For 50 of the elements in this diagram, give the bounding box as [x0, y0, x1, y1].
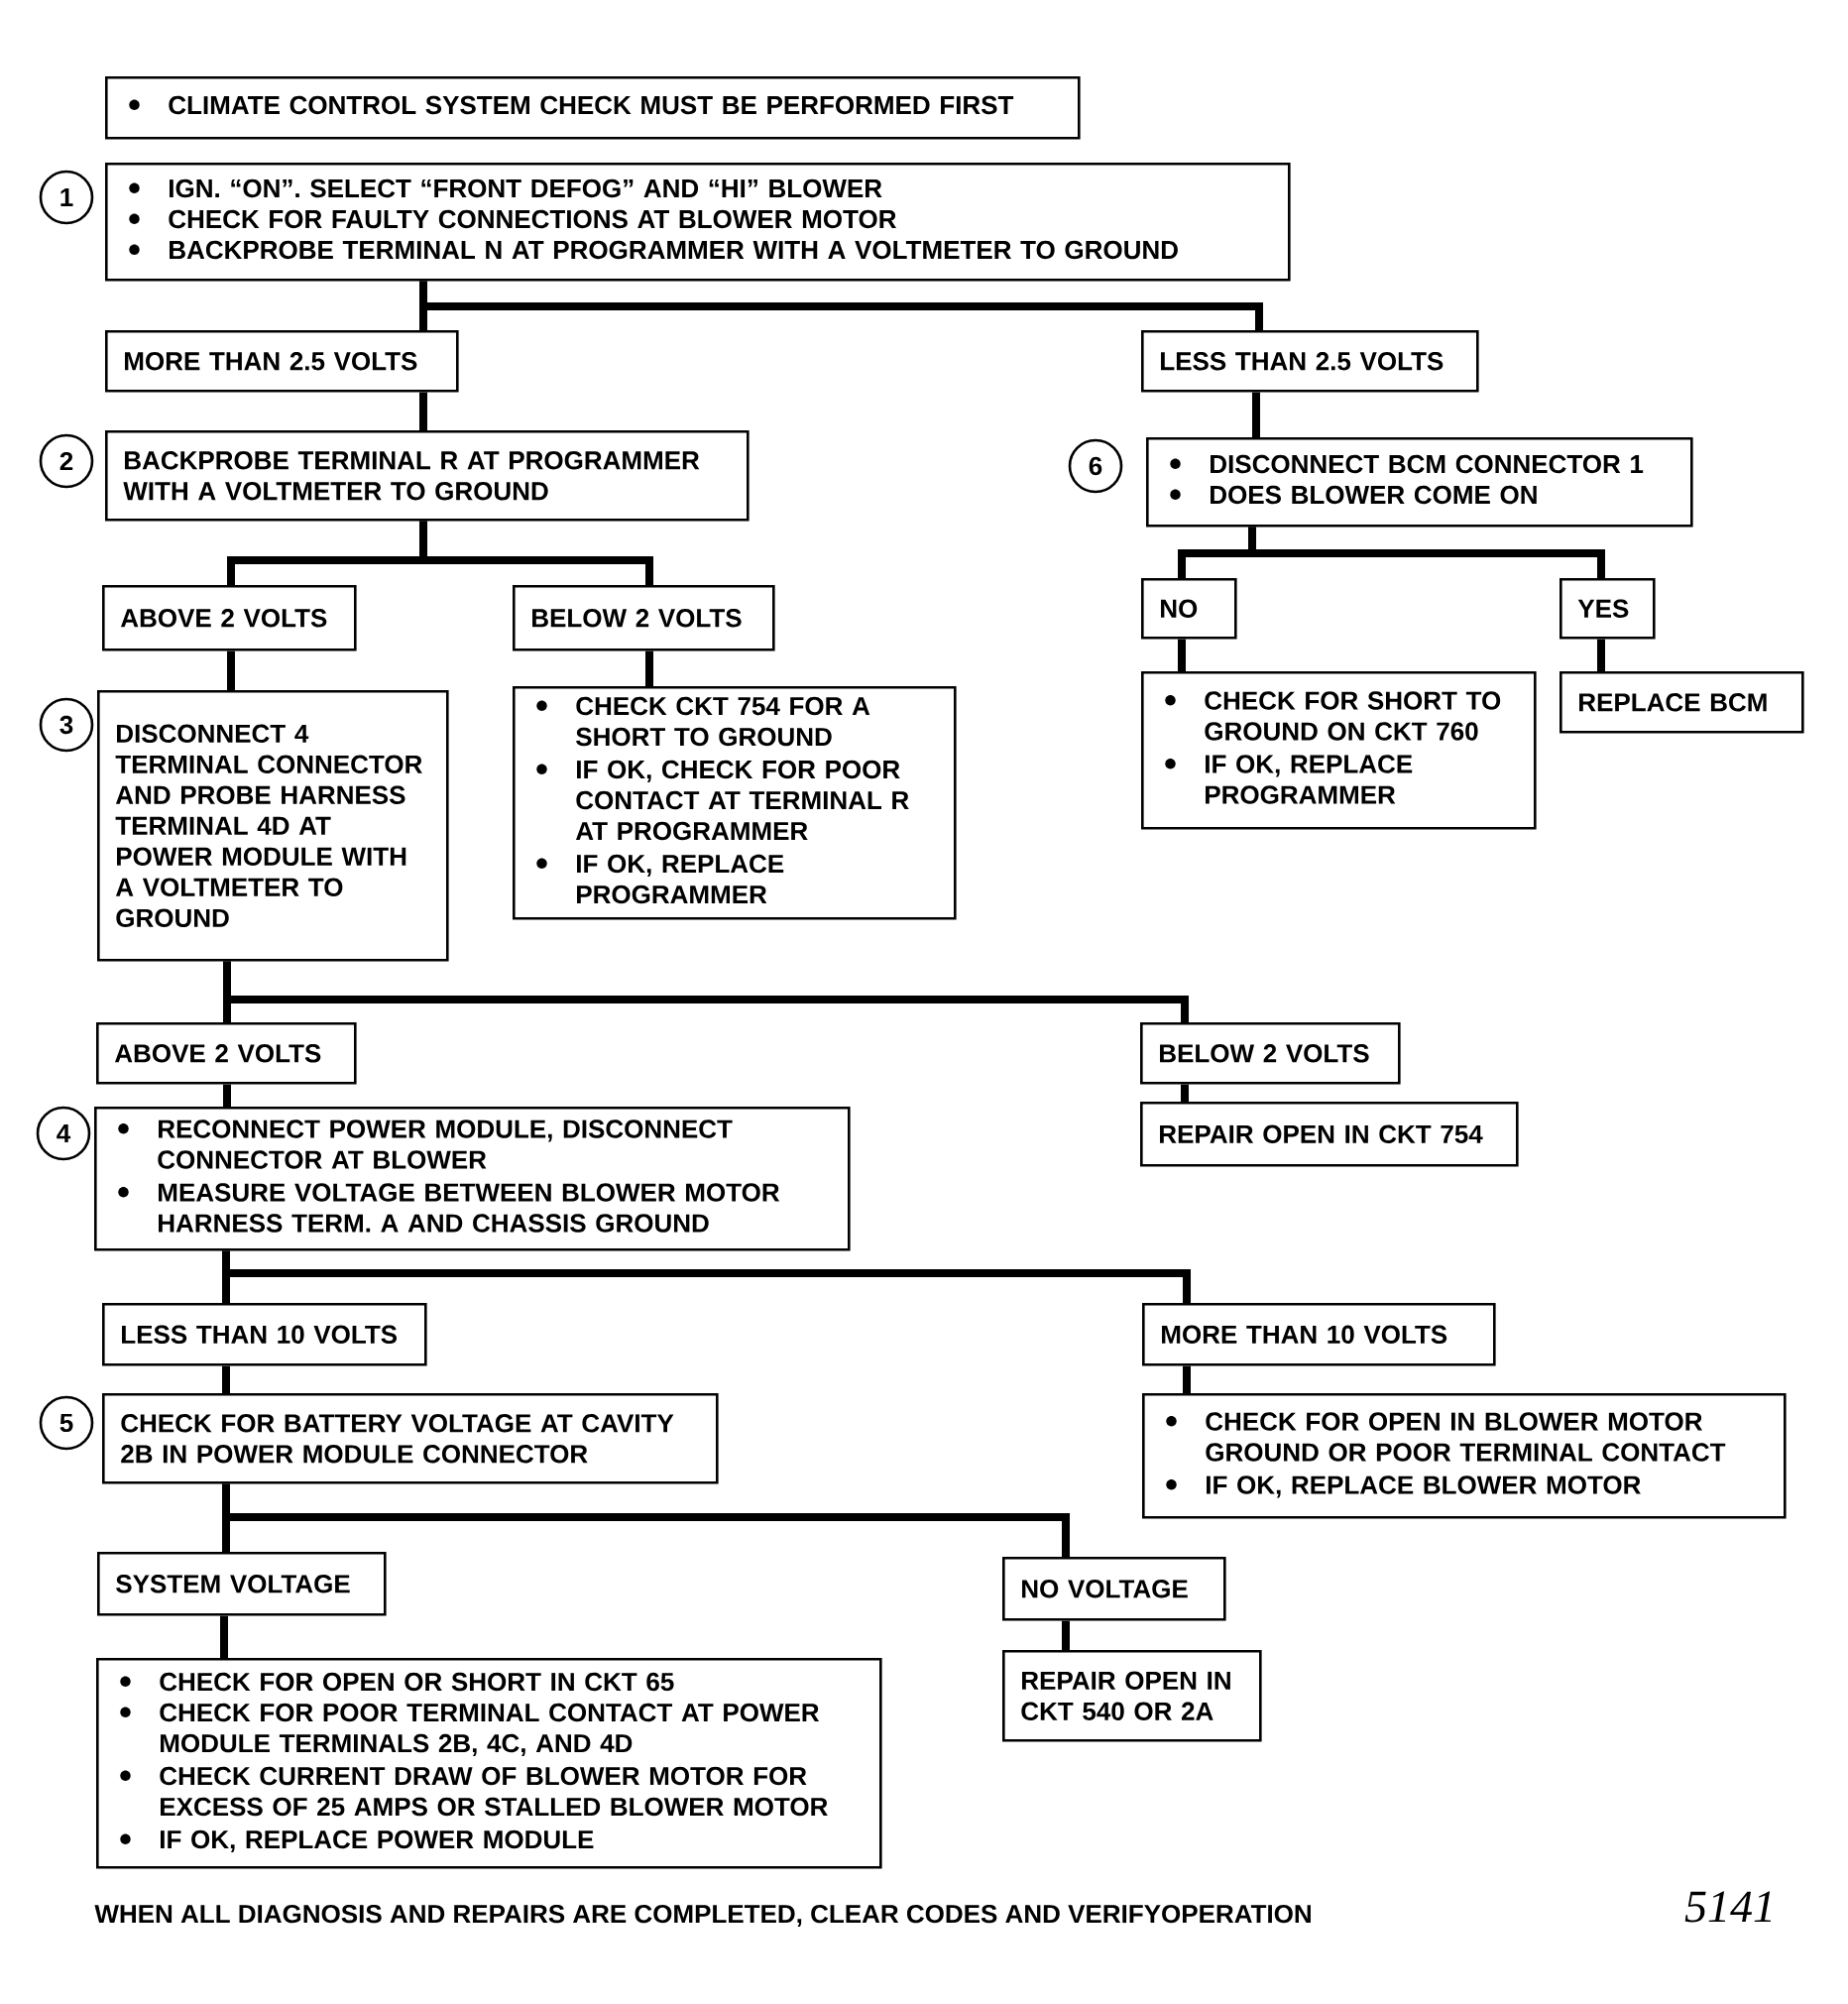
- action-box: REPAIR OPEN IN CKT 754: [1140, 1102, 1519, 1167]
- step-number: 2: [39, 433, 94, 489]
- bullet-text: CHECK CURRENT DRAW OF BLOWER MOTOR FOR EXCESS OF 25 AMPS OR STALLED BLOWER MOTOR: [160, 1766, 828, 1817]
- bullet-text: BACKPROBE TERMINAL N AT PROGRAMMER WITH A VOLTMETER TO GROUND: [170, 240, 1178, 260]
- condition-box: YES: [1559, 578, 1656, 640]
- bullet-text: CLIMATE CONTROL SYSTEM CHECK MUST BE PERFORMED FIRST: [169, 95, 1014, 115]
- action-box: [1141, 671, 1537, 830]
- bullet-text: IF OK, REPLACE PROGRAMMER: [1206, 755, 1413, 804]
- bullet-text: DOES BLOWER COME ON: [1211, 485, 1537, 505]
- step-number: 1: [39, 170, 94, 225]
- action-box: [96, 1658, 882, 1869]
- condition-box: SYSTEM VOLTAGE: [97, 1552, 387, 1616]
- step-box: CHECK FOR BATTERY VOLTAGE AT CAVITY 2B IN POWER MODULE CONNECTOR: [102, 1393, 719, 1484]
- bullet-text: IF OK, REPLACE PROGRAMMER: [577, 854, 784, 904]
- step-number: 3: [39, 697, 94, 753]
- bullet-text: CHECK CKT 754 FOR A SHORT TO GROUND: [576, 696, 870, 747]
- bullet-text: CHECK FOR OPEN OR SHORT IN CKT 65: [160, 1672, 674, 1692]
- figure-number: 5141: [1684, 1891, 1772, 1923]
- step-number: 6: [1068, 438, 1123, 494]
- condition-box: MORE THAN 10 VOLTS: [1142, 1303, 1496, 1366]
- bullet-text: IF OK, CHECK FOR POOR CONTACT AT TERMINAL R AT PROGRAMMER: [575, 760, 909, 841]
- condition-box: BELOW 2 VOLTS: [1140, 1022, 1401, 1085]
- instruction-box: [105, 76, 1081, 140]
- step-box: BACKPROBE TERMINAL R AT PROGRAMMER WITH A VOLTMETER TO GROUND: [105, 430, 750, 522]
- bullet-text: CHECK FOR SHORT TO GROUND ON CKT 760: [1205, 691, 1501, 741]
- condition-box: MORE THAN 2.5 VOLTS: [105, 330, 459, 393]
- condition-box: BELOW 2 VOLTS: [513, 585, 775, 651]
- bullet-text: IGN. “ON”. SELECT “FRONT DEFOG” AND “HI” BLOWER: [170, 178, 882, 198]
- condition-box: LESS THAN 2.5 VOLTS: [1141, 330, 1479, 393]
- condition-box: NO VOLTAGE: [1002, 1557, 1226, 1621]
- bullet-text: RECONNECT POWER MODULE, DISCONNECT CONNECTOR AT BLOWER: [158, 1120, 733, 1169]
- step-number: 5: [39, 1395, 94, 1451]
- action-box: REPLACE BCM: [1559, 671, 1804, 734]
- footer-note: WHEN ALL DIAGNOSIS AND REPAIRS ARE COMPLETED, CLEAR CODES AND VERIFYOPERATION: [94, 1904, 1311, 1928]
- bullet-text: IF OK, REPLACE POWER MODULE: [161, 1829, 594, 1853]
- action-box: REPAIR OPEN IN CKT 540 OR 2A: [1002, 1650, 1262, 1742]
- bullet-text: CHECK FOR FAULTY CONNECTIONS AT BLOWER MOTOR: [169, 209, 896, 229]
- bullet-text: CHECK FOR OPEN IN BLOWER MOTOR GROUND OR POOR TERMINAL CONTACT: [1206, 1412, 1726, 1462]
- condition-box: ABOVE 2 VOLTS: [96, 1022, 357, 1085]
- condition-box: NO: [1141, 578, 1237, 640]
- condition-box: LESS THAN 10 VOLTS: [102, 1303, 427, 1366]
- condition-box: ABOVE 2 VOLTS: [102, 585, 357, 651]
- action-box: [513, 686, 957, 920]
- bullet-text: CHECK FOR POOR TERMINAL CONTACT AT POWER MODULE TERMINALS 2B, 4C, AND 4D: [160, 1703, 820, 1757]
- bullet-text: IF OK, REPLACE BLOWER MOTOR: [1207, 1475, 1641, 1498]
- bullet-text: MEASURE VOLTAGE BETWEEN BLOWER MOTOR HARNESS TERM. A AND CHASSIS GROUND: [159, 1183, 780, 1233]
- action-box: [1142, 1393, 1787, 1519]
- step-box: DISCONNECT 4 TERMINAL CONNECTOR AND PROBE HARNESS TERMINAL 4D AT POWER MODULE WITH A VOLTMETER TO GROUND: [97, 690, 449, 962]
- step-number: 4: [36, 1106, 91, 1161]
- bullet-text: DISCONNECT BCM CONNECTOR 1: [1211, 454, 1644, 474]
